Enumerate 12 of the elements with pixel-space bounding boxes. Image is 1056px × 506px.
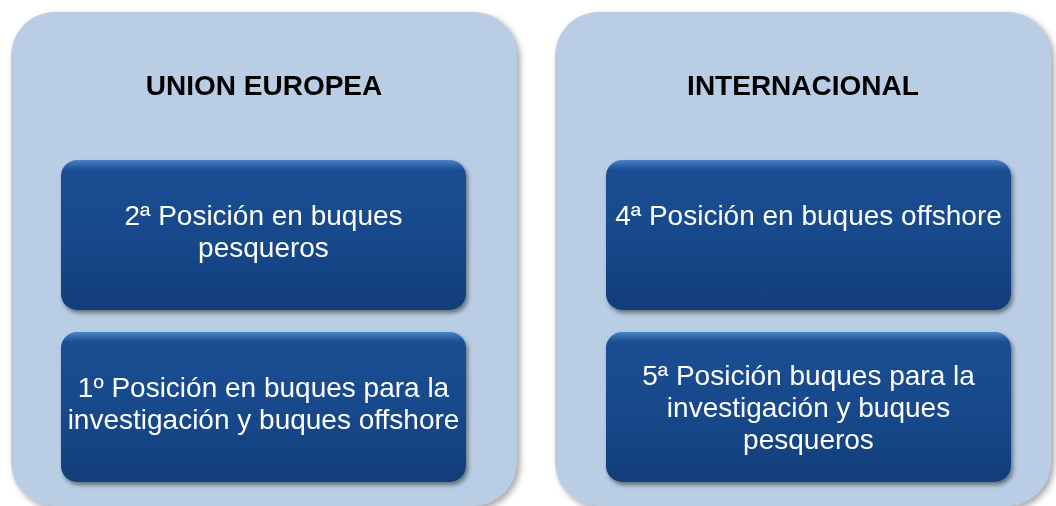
info-box	[606, 160, 1011, 310]
info-box	[61, 160, 466, 310]
panel-heading: UNION EUROPEA	[144, 70, 384, 102]
box-text: 4ª Posición en buques offshore	[614, 200, 1003, 232]
group-panel	[555, 12, 1051, 506]
group-panel	[11, 12, 517, 506]
info-box	[61, 332, 466, 482]
info-box	[606, 332, 1011, 482]
panel-heading: INTERNACIONAL	[686, 70, 920, 102]
box-text: 5ª Posición buques para la investigación y buques pesqueros	[641, 360, 976, 456]
box-text: 1º Posición en buques para la investigación y buques offshore	[66, 372, 461, 436]
box-text: 2ª Posición en buques pesqueros	[123, 200, 404, 264]
